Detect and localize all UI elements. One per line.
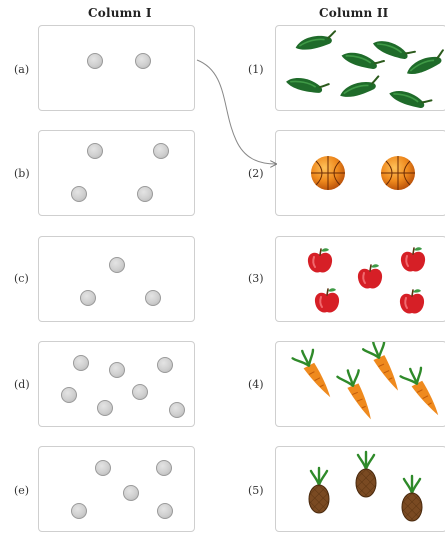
- picture-box-1[interactable]: [275, 25, 445, 111]
- dot: [87, 53, 103, 69]
- green-chili-icon: [404, 50, 445, 77]
- dot: [153, 143, 169, 159]
- dot: [132, 384, 148, 400]
- row-label-a: (a): [14, 63, 38, 76]
- dot-box-d[interactable]: [38, 341, 195, 427]
- green-chili-icon: [388, 86, 432, 112]
- dot-box-e[interactable]: [38, 446, 195, 532]
- carrot-icon: [362, 342, 404, 397]
- column-i-heading: Column I: [88, 6, 152, 20]
- green-chili-icon: [340, 48, 384, 73]
- dot: [137, 186, 153, 202]
- picture-box-2[interactable]: [275, 130, 445, 216]
- row-label-3: (3): [248, 272, 272, 285]
- dot: [71, 186, 87, 202]
- dot-box-c[interactable]: [38, 236, 195, 322]
- apple-icon: [315, 288, 339, 312]
- carrot-icon: [292, 346, 337, 404]
- row-label-d: (d): [14, 378, 38, 391]
- dot: [61, 387, 77, 403]
- green-chili-icon: [285, 74, 329, 96]
- apple-icon: [400, 289, 424, 313]
- column-ii-heading: Column II: [319, 6, 388, 20]
- green-chili-icon: [294, 31, 338, 52]
- dot: [145, 290, 161, 306]
- dot: [123, 485, 139, 501]
- picture-box-3[interactable]: [275, 236, 445, 322]
- row-label-5: (5): [248, 484, 272, 497]
- apple-icon: [401, 247, 425, 271]
- apple-icon: [308, 248, 332, 272]
- dot: [109, 257, 125, 273]
- picture-box-4[interactable]: [275, 341, 445, 427]
- apple-group: [276, 237, 445, 323]
- dot: [95, 460, 111, 476]
- row-label-4: (4): [248, 378, 272, 391]
- row-label-2: (2): [248, 167, 272, 180]
- carrot-icon: [337, 367, 378, 425]
- row-label-b: (b): [14, 167, 38, 180]
- dot: [97, 400, 113, 416]
- basketball-icon: [311, 156, 345, 190]
- dot: [156, 460, 172, 476]
- pineapple-icon: [356, 452, 376, 497]
- apple-icon: [358, 264, 382, 288]
- green-chili-icon: [371, 36, 415, 63]
- dot: [87, 143, 103, 159]
- basketball-icon: [381, 156, 415, 190]
- pineapple-group: [276, 447, 445, 533]
- dot: [157, 357, 173, 373]
- dot: [71, 503, 87, 519]
- green-chili-icon: [338, 76, 382, 100]
- dot: [157, 503, 173, 519]
- carrot-icon: [400, 364, 445, 422]
- dot-box-b[interactable]: [38, 130, 195, 216]
- pineapple-icon: [402, 476, 422, 521]
- basketball-group: [276, 131, 445, 217]
- dot: [135, 53, 151, 69]
- dot: [80, 290, 96, 306]
- carrot-group: [276, 342, 445, 428]
- row-label-e: (e): [14, 484, 38, 497]
- row-label-1: (1): [248, 63, 272, 76]
- picture-box-5[interactable]: [275, 446, 445, 532]
- row-label-c: (c): [14, 272, 38, 285]
- dot: [109, 362, 125, 378]
- pineapple-icon: [309, 468, 329, 513]
- dot: [73, 355, 89, 371]
- dot-box-a[interactable]: [38, 25, 195, 111]
- dot: [169, 402, 185, 418]
- chili-group: [276, 26, 445, 112]
